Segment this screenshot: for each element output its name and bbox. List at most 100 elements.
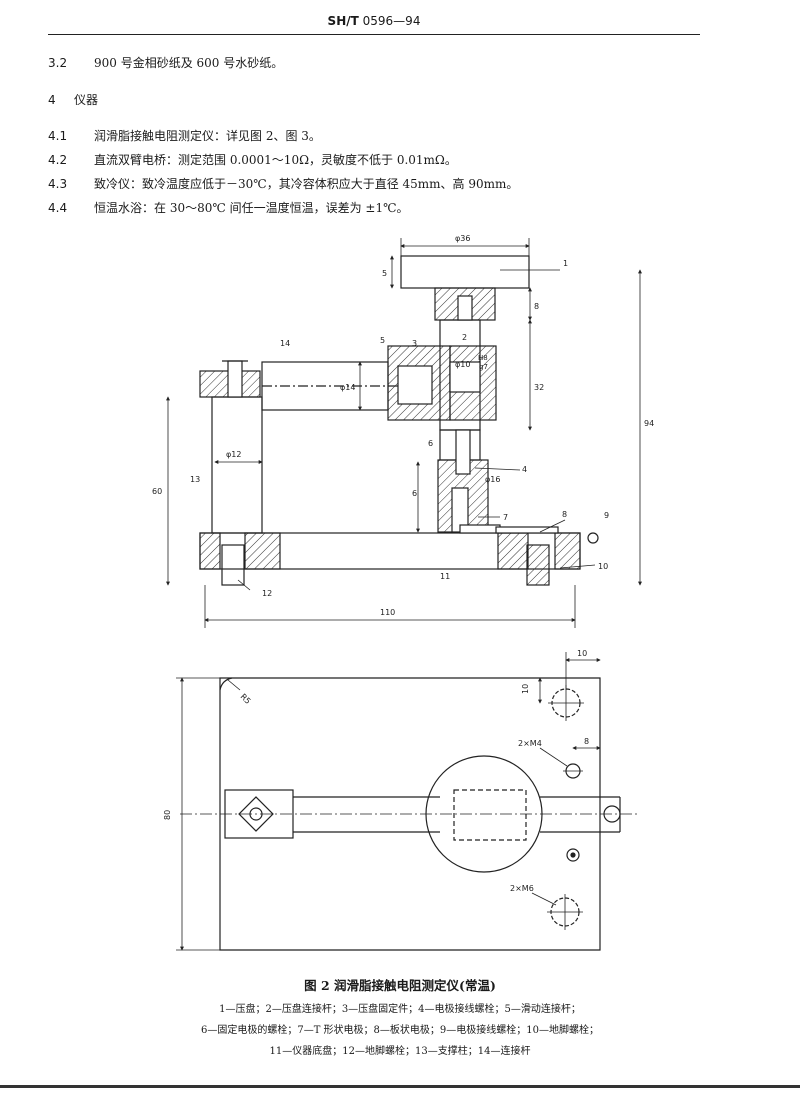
leader-r5: [227, 679, 241, 691]
top-view: 10 10 R5 8 80 2×M4 2×M6: [163, 649, 640, 951]
clause-3-2: 3.2 900 号金相砂纸及 600 号水砂纸。: [48, 54, 283, 71]
part-label: 8: [562, 510, 567, 519]
clause-text: 直流双臂电桥：测定范围 0.0001～10Ω，灵敏度不低于 0.01mΩ。: [94, 153, 457, 167]
figure-legend-line-3: 11—仪器底盘；12—地脚螺栓；13—支撑柱；14—连接杆: [269, 1046, 531, 1057]
clause-number: 4.3: [48, 177, 68, 191]
dim-label: 60: [152, 487, 162, 496]
base-hatch-left: [199, 532, 221, 570]
figure-title: 图 2 润滑脂接触电阻测定仪(常温): [304, 978, 496, 993]
electrode-screw-4: [455, 429, 471, 475]
figure-legend-line-1: 1—压盘；2—压盘连接杆；3—压盘固定件；4—电极接线螺栓；5—滑动连接杆；: [219, 1004, 581, 1015]
clause-number: 4: [48, 93, 56, 107]
leader-10: [559, 564, 596, 569]
clause-4-2: 4.2 直流双臂电桥：测定范围 0.0001～10Ω，灵敏度不低于 0.01mΩ。: [48, 151, 457, 168]
dim-label: 6: [412, 489, 417, 498]
part-label: 12: [262, 589, 272, 598]
dim-label: 8: [584, 737, 589, 746]
dim-label: 10: [521, 684, 530, 694]
clause-text: 致冷仪：致冷温度应低于－30℃，其冷容体积应大于直径 45mm、高 90mm。: [94, 177, 519, 191]
section-heading: 仪器: [74, 93, 99, 107]
dim-label: 94: [644, 419, 654, 428]
side-dimensions: [166, 238, 642, 628]
small-hole: [566, 848, 580, 862]
part-label: 7: [503, 513, 508, 522]
clause-number: 4.1: [48, 129, 68, 143]
dim-label: φ10: [455, 360, 470, 369]
press-disc: [400, 255, 530, 289]
standard-number: 0596—94: [362, 14, 421, 28]
dim-label: φ16: [485, 475, 500, 484]
dim-label: 10: [577, 649, 587, 658]
dim-label: φ12: [226, 450, 241, 459]
dim-label: 80: [163, 810, 172, 820]
clause-text: 恒温水浴：在 30～80℃ 间任一温度恒温，误差为 ±1℃。: [94, 201, 409, 215]
foot-screw-12: [221, 544, 245, 586]
figure-legend-line-2: 6—固定电极的螺栓；7—T 形状电极；8—板状电极；9—电极接线螺栓；10—地脚…: [200, 1025, 600, 1036]
dim-label: R5: [239, 692, 253, 706]
part-label: 13: [190, 475, 200, 484]
plate-electrode: [495, 526, 559, 534]
clause-4-4: 4.4 恒温水浴：在 30～80℃ 间任一温度恒温，误差为 ±1℃。: [48, 199, 409, 216]
dim-label: H8: [478, 354, 488, 362]
dim-label: 8: [534, 302, 539, 311]
clause-text: 润滑脂接触电阻测定仪：详见图 2、图 3。: [94, 129, 321, 143]
dim-label: 5: [382, 269, 387, 278]
clause-4: 4 仪器: [48, 91, 98, 108]
footer-rule: [0, 1085, 800, 1088]
fixing-bore: [449, 361, 481, 393]
part-label: 11: [440, 572, 450, 581]
hub-screw: [457, 295, 473, 321]
clause-number: 4.2: [48, 153, 68, 167]
leader-m6: [531, 892, 557, 906]
base-hatch-right: [497, 532, 529, 570]
thread-note: 2×M6: [510, 884, 534, 893]
cap-screw: [227, 360, 243, 398]
dim-label: g7: [479, 363, 488, 371]
side-view: φ36 5 8 φ10 H8 g7 32 94 φ14 φ12 60 6 φ16…: [152, 234, 654, 628]
standard-prefix: SH/T: [327, 14, 359, 28]
leader-m4: [539, 747, 568, 767]
leader-4: [474, 467, 521, 471]
part-label: 6: [428, 439, 433, 448]
thread-note: 2×M4: [518, 739, 542, 748]
standard-code: SH/T 0596—94: [48, 14, 700, 28]
part-label: 2: [462, 333, 467, 342]
dim-label: 110: [380, 608, 395, 617]
terminal-hole: [603, 805, 621, 823]
leader-12: [237, 579, 251, 591]
part-label: 5: [380, 336, 385, 345]
top-dimensions: [176, 652, 601, 951]
side-labels: φ36 5 8 φ10 H8 g7 32 94 φ14 φ12 60 6 φ16…: [152, 234, 654, 617]
dim-label: 32: [534, 383, 544, 392]
dim-label: φ14: [340, 383, 355, 392]
leader-8: [539, 519, 566, 533]
small-hole-center: [570, 852, 576, 858]
base-outline: [219, 677, 601, 951]
clause-text: 900 号金相砂纸及 600 号水砂纸。: [94, 56, 284, 70]
column-square: [238, 796, 274, 832]
support-column: [211, 396, 263, 534]
press-disc-top: [425, 755, 543, 873]
base-hatch-end: [554, 532, 581, 570]
clause-number: 3.2: [48, 56, 68, 70]
terminal-screw-9: [587, 532, 599, 544]
base-hatch-mid: [244, 532, 281, 570]
part-label: 1: [563, 259, 568, 268]
part-label: 3: [412, 339, 417, 348]
clause-4-1: 4.1 润滑脂接触电阻测定仪：详见图 2、图 3。: [48, 127, 321, 144]
corner-r5: [219, 677, 233, 691]
hidden-block: [453, 789, 527, 841]
clause-4-3: 4.3 致冷仪：致冷温度应低于－30℃，其冷容体积应大于直径 45mm、高 90m…: [48, 175, 518, 192]
dim-label: φ36: [455, 234, 470, 243]
t-electrode: [459, 524, 501, 534]
part-label: 4: [522, 465, 527, 474]
sliding-bore: [397, 365, 433, 405]
page-header: SH/T 0596—94: [48, 8, 700, 35]
foot-screw-10: [526, 544, 550, 586]
clause-number: 4.4: [48, 201, 68, 215]
part-label: 10: [598, 562, 608, 571]
part-label: 14: [280, 339, 290, 348]
top-labels: 10 10 R5 8 80 2×M4 2×M6: [163, 649, 589, 893]
part-label: 9: [604, 511, 609, 520]
